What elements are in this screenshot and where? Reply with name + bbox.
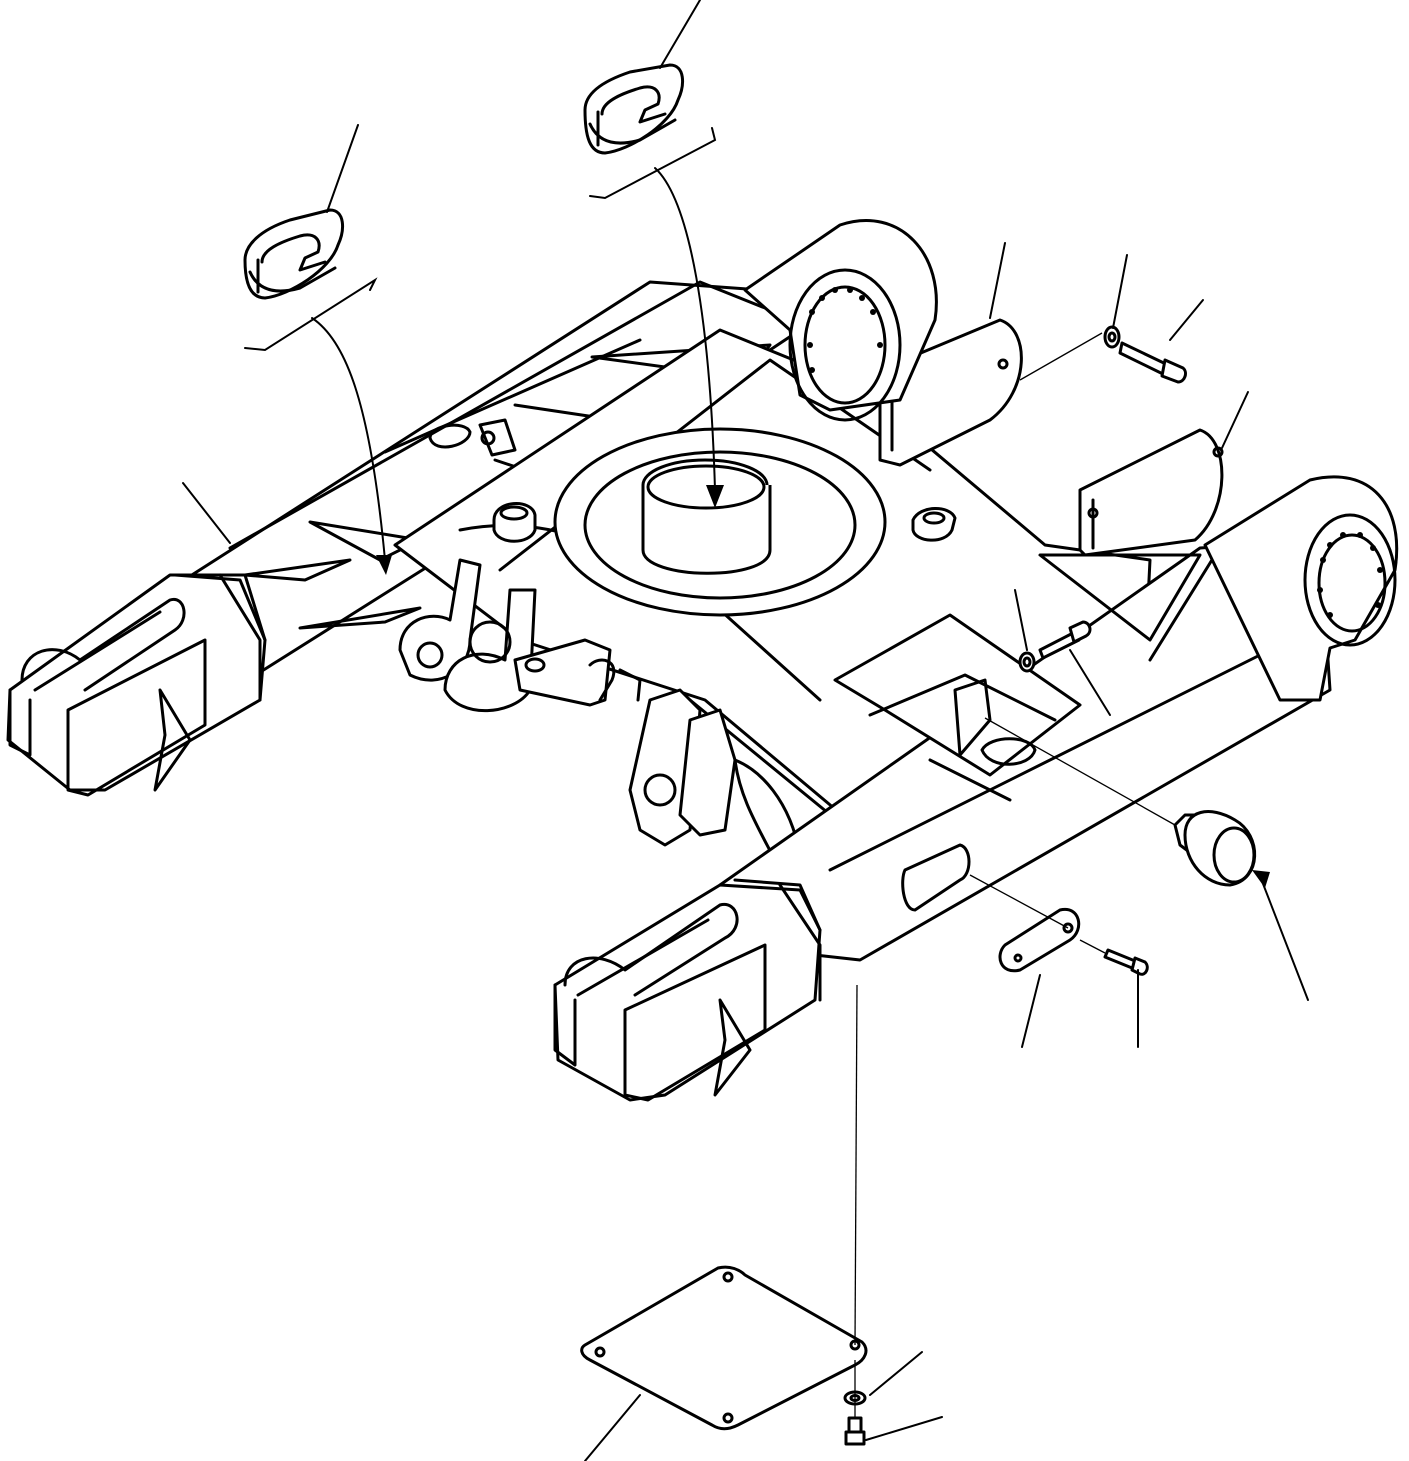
screw-oval — [1079, 939, 1149, 976]
washer-mid — [1018, 651, 1036, 673]
oval-cover — [969, 874, 1081, 973]
bottom-cover-plate — [580, 984, 868, 1431]
rear-sprocket-hub-right — [1203, 475, 1399, 702]
washer-top — [1103, 325, 1121, 349]
rear-sprocket-hub-left — [743, 219, 938, 422]
bolt-top — [1118, 341, 1187, 384]
leader-washer-top-to-plate — [1019, 332, 1103, 381]
swing-circle — [553, 427, 887, 617]
leader-lines — [182, 0, 1309, 1461]
bolt-bottom — [844, 1360, 866, 1446]
bolt-mid — [1038, 620, 1092, 660]
track-frame — [6, 219, 1399, 1102]
rubber-stopper — [984, 717, 1257, 887]
right-idler-end — [553, 878, 822, 1102]
left-idler-end — [6, 573, 267, 797]
center-plug-center — [583, 63, 724, 508]
center-plug-left — [243, 208, 392, 575]
